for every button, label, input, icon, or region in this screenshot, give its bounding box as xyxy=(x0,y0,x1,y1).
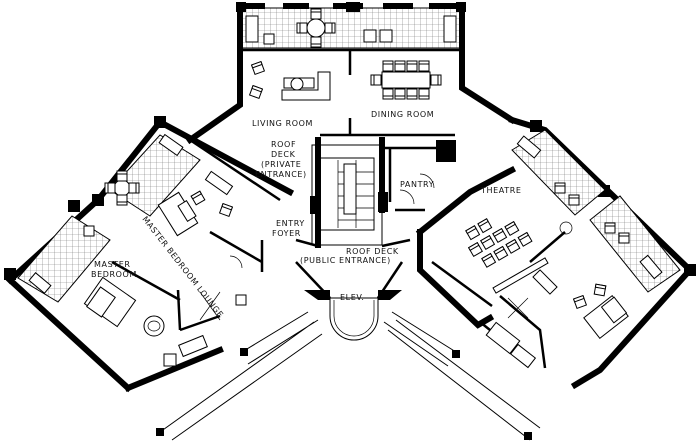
label-elevator: ELEV. xyxy=(340,293,365,302)
label-pantry: PANTRY xyxy=(400,180,434,189)
label-roof-deck-private-4: ENTRANCE) xyxy=(255,170,307,179)
label-roof-deck-public-1: ROOF DECK xyxy=(346,247,399,256)
core xyxy=(295,137,456,248)
right-wing xyxy=(415,116,696,390)
label-master-bedroom-1: MASTER xyxy=(94,260,131,269)
label-roof-deck-private-1: ROOF xyxy=(271,140,296,149)
label-roof-deck-public-2: (PUBLIC ENTRANCE) xyxy=(300,256,391,265)
top-terrace xyxy=(239,7,463,49)
central-wing xyxy=(185,2,517,145)
label-theatre: THEATRE xyxy=(480,186,522,195)
label-entry-foyer-2: FOYER xyxy=(272,229,301,238)
label-living-room: LIVING ROOM xyxy=(252,119,313,128)
label-dining-room: DINING ROOM xyxy=(371,110,434,119)
label-entry-foyer-1: ENTRY xyxy=(276,219,305,228)
label-master-bedroom-2: BEDROOM xyxy=(91,270,137,279)
label-roof-deck-private-2: DECK xyxy=(271,150,296,159)
label-roof-deck-private-3: (PRIVATE xyxy=(261,160,301,169)
left-wing xyxy=(4,116,295,393)
walkways xyxy=(156,261,541,441)
